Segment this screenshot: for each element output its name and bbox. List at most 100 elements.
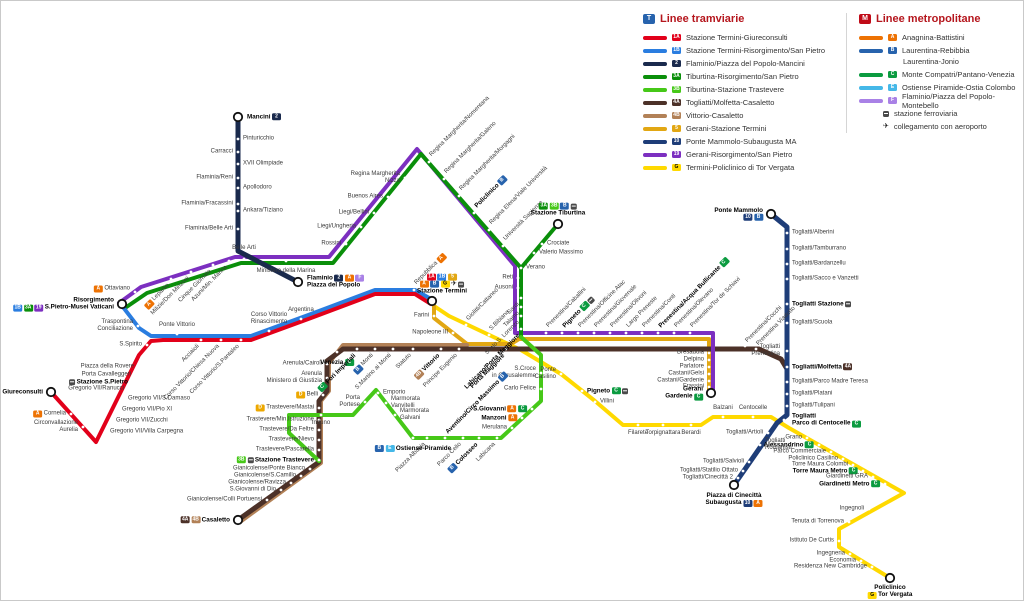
station-label: Argentina	[288, 307, 314, 314]
station-tick-marker	[608, 331, 612, 335]
station-name: Casaletto	[201, 516, 230, 524]
legend-item-label: Termini-Policlinico di Tor Vergata	[686, 163, 795, 172]
station-name: Mancini	[247, 113, 271, 121]
station-tick-marker	[640, 331, 644, 335]
line-color-swatch	[643, 74, 667, 79]
station-tick-marker	[544, 331, 548, 335]
station-name: Gianicolense/Ravizza	[228, 479, 286, 486]
station-name: in Gerusalemme	[491, 373, 536, 379]
station-name: Balzani	[713, 404, 733, 411]
station-name: Belli	[306, 391, 318, 398]
station-tick-marker	[109, 419, 113, 423]
station-tick-marker	[236, 209, 240, 213]
station-name: Torre Maura Colombi	[791, 461, 848, 468]
station-tick-marker	[785, 365, 789, 369]
line-badge-2: 2	[334, 274, 344, 282]
station-name: Giardinetti Metro	[819, 480, 870, 488]
legend-item-label: Vittorio-Casaletto	[686, 111, 744, 120]
line-1B	[121, 288, 433, 338]
station-label: XVII Olimpiade	[243, 160, 283, 167]
station-name: Induno	[311, 420, 331, 426]
station-tick-marker	[519, 327, 523, 331]
station-tick-marker	[267, 329, 271, 333]
line-color-swatch	[643, 139, 667, 144]
line-color-swatch	[643, 165, 667, 170]
station-label: Gianicolense/Colli Portuensi	[187, 496, 262, 503]
station-label: Filarete	[628, 430, 648, 437]
station-name: Belle Arti	[232, 244, 256, 251]
line-badge-19: 19	[34, 304, 44, 312]
train-icon	[247, 456, 254, 463]
station-tick-marker	[373, 347, 377, 351]
line-badge-10: 10	[743, 499, 753, 507]
line-badge-4A: 4A	[672, 99, 681, 106]
station-tick-marker	[442, 177, 446, 181]
station-label: Villini	[600, 398, 614, 405]
station-name: Delpino	[683, 356, 704, 363]
station-tick-marker	[317, 448, 321, 452]
station-name: Regina Margherita	[350, 170, 400, 177]
station-label: Ministero della Marina	[257, 268, 316, 275]
station-tick-marker	[785, 321, 789, 325]
station-name: Prenestina	[751, 351, 780, 357]
station-tick-marker	[754, 347, 758, 351]
line-color-swatch	[859, 98, 883, 103]
station-name: Bresadola	[676, 349, 704, 356]
station-name: Togliatti	[792, 412, 817, 420]
station-name: Romanisti	[765, 445, 792, 451]
station-name: Ottaviano	[104, 285, 130, 292]
station-name: Togliatti Stazione	[792, 300, 844, 308]
station-tick-marker	[299, 317, 303, 321]
station-tick-marker	[136, 324, 140, 328]
station-label: Carlo Felice	[504, 385, 536, 392]
interchange-marker	[232, 111, 244, 123]
station-tick-marker	[689, 423, 693, 427]
station-tick-marker	[785, 349, 789, 353]
station-tick-marker	[236, 150, 240, 154]
train-icon	[622, 387, 629, 394]
station-tick-marker	[859, 559, 863, 563]
station-label: Gregorio VII/Villa Carpegna	[110, 428, 183, 435]
station-label: Flaminia/Reni	[196, 174, 233, 181]
station-tick-marker	[532, 251, 536, 255]
station-tick-marker	[672, 331, 676, 335]
line-badge-G: G	[672, 164, 681, 171]
station-label: Bresadola	[677, 349, 704, 356]
station-tick-marker	[239, 338, 243, 342]
station-label: Residenza New Cambridge	[794, 563, 867, 570]
station-tick-marker	[785, 247, 789, 251]
station-tick-marker	[707, 351, 711, 355]
station-name: Gregorio VII/Zucchi	[116, 417, 168, 424]
station-label: Togliatti/Alberini	[792, 229, 834, 236]
station-name: Ponte	[540, 366, 556, 373]
station-name: Parco di Centocelle	[792, 420, 851, 427]
station-tick-marker	[736, 476, 740, 480]
station-tick-marker	[321, 393, 325, 397]
station-tick-marker	[279, 488, 283, 492]
station-name: Flaminia/Reni	[196, 174, 233, 181]
station-name: Aurelia	[59, 427, 78, 433]
train-icon	[458, 281, 465, 288]
station-tick-marker	[219, 338, 223, 342]
line-badge-G: G	[440, 280, 450, 288]
station-name: Gianicolense/Ponte Bianco	[232, 465, 305, 472]
line-badge-4B: 4B	[191, 516, 201, 524]
station-name: Gardenie	[665, 393, 693, 400]
station-tick-marker	[443, 436, 447, 440]
station-tick-marker	[785, 392, 789, 396]
station-tick-marker	[707, 379, 711, 383]
legend-item-label: Gerani-Stazione Termini	[686, 124, 767, 133]
station-label: Piazza della Rovere	[81, 363, 134, 370]
legend-item-label: Gerani-Risorgimento/San Pietro	[686, 150, 793, 159]
station-tick-marker	[785, 380, 789, 384]
plane-icon: ✈	[451, 280, 457, 288]
station-label: Arenula/Cairoli	[283, 360, 322, 367]
